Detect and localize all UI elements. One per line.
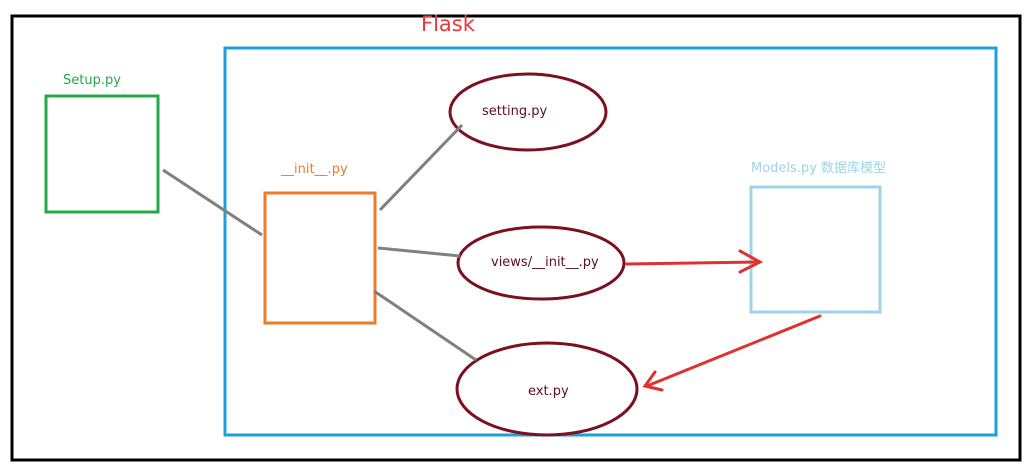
models-label: Models.py 数据库模型 bbox=[751, 161, 887, 176]
flask-container bbox=[223, 46, 998, 437]
ext-node bbox=[455, 341, 639, 437]
setup-label: Setup.py bbox=[63, 73, 121, 88]
arrow-views-models bbox=[625, 249, 764, 274]
connector-init-views bbox=[377, 246, 461, 258]
views-label: views/__init__.py bbox=[491, 255, 599, 270]
setup-node bbox=[44, 94, 160, 214]
init-node bbox=[263, 191, 377, 325]
connector-init-setting bbox=[378, 123, 464, 212]
views-node bbox=[456, 225, 626, 301]
outer-frame bbox=[10, 14, 1022, 462]
init-label: __init__.py bbox=[281, 162, 348, 177]
models-node bbox=[749, 185, 882, 314]
setting-node bbox=[448, 72, 608, 152]
arrow-models-ext bbox=[642, 314, 822, 392]
connector-setup-init bbox=[162, 168, 263, 237]
ext-label: ext.py bbox=[528, 384, 569, 399]
setting-label: setting.py bbox=[482, 104, 548, 119]
connector-init-ext bbox=[373, 289, 477, 362]
flask-title: Flask bbox=[421, 12, 475, 36]
